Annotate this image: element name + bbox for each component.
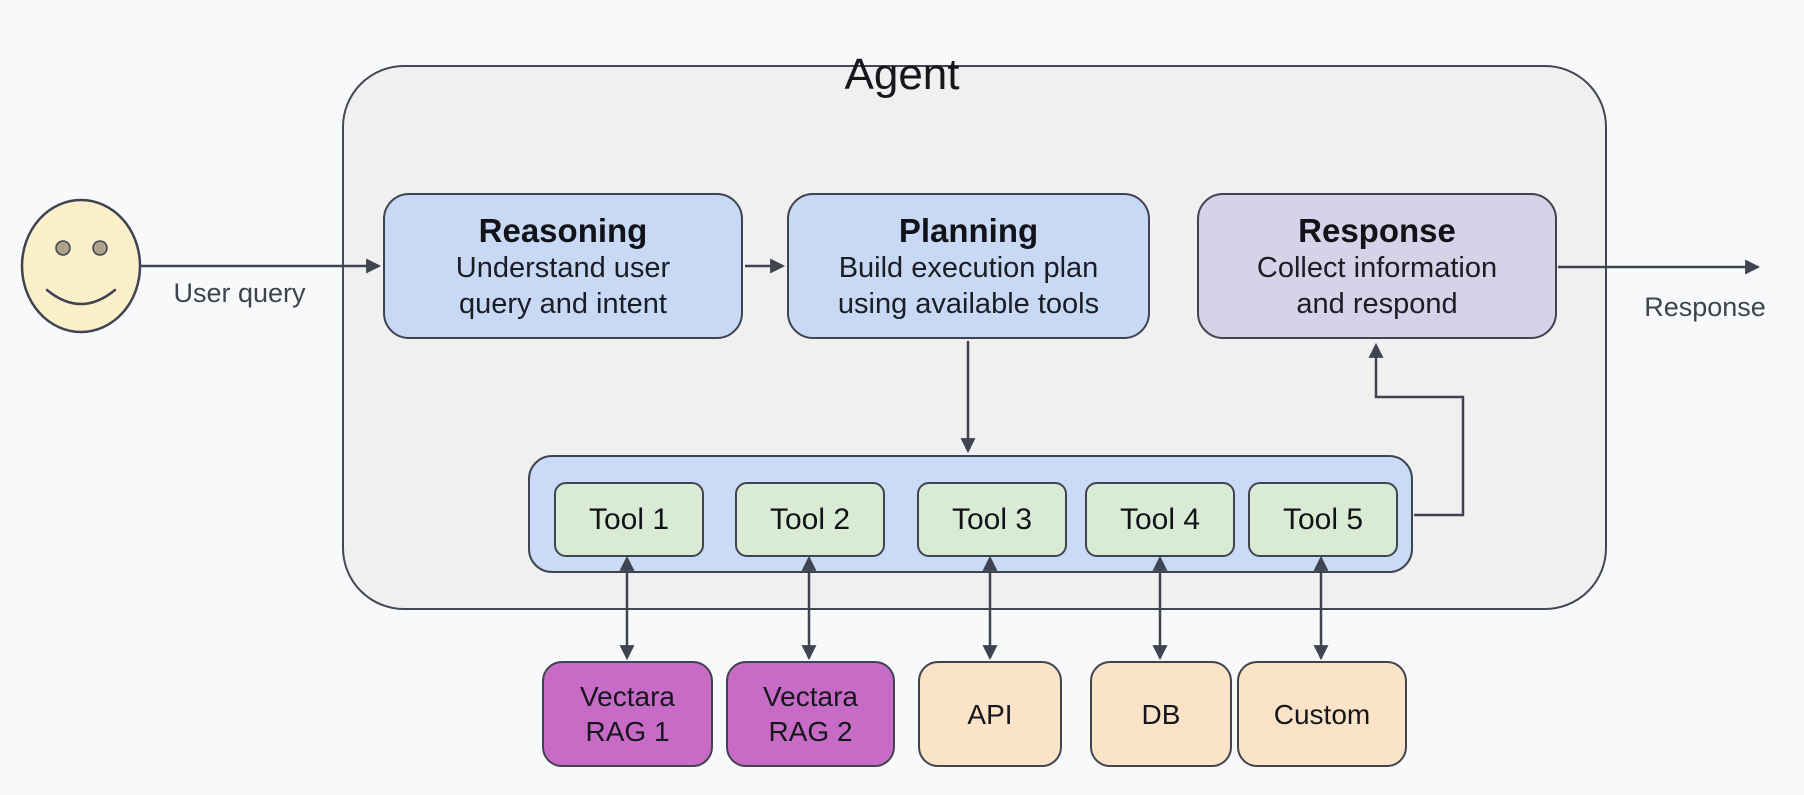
tool-4-node: Tool 4 bbox=[1085, 482, 1235, 557]
vectara-rag-2-line1: Vectara bbox=[763, 681, 858, 712]
vectara-rag-1-line2: RAG 1 bbox=[585, 716, 670, 747]
api-node: API bbox=[918, 661, 1062, 767]
agent-title: Agent bbox=[844, 50, 960, 99]
vectara-rag-2-node: Vectara RAG 2 bbox=[726, 661, 895, 767]
tool-3-node: Tool 3 bbox=[917, 482, 1067, 557]
response-node: Response Collect information and respond bbox=[1197, 193, 1557, 339]
vectara-rag-2-line2: RAG 2 bbox=[768, 716, 853, 747]
tool-5-node: Tool 5 bbox=[1248, 482, 1398, 557]
db-node: DB bbox=[1090, 661, 1232, 767]
reasoning-node: Reasoning Understand user query and inte… bbox=[383, 193, 743, 339]
response-title: Response bbox=[1298, 212, 1456, 249]
reasoning-title: Reasoning bbox=[478, 212, 648, 249]
response-desc-line1: Collect information bbox=[1256, 252, 1498, 285]
tools-container: Tool 1 Tool 2 Tool 3 Tool 4 Tool 5 bbox=[528, 455, 1413, 573]
custom-label: Custom bbox=[1273, 698, 1371, 730]
planning-desc-line2: using available tools bbox=[837, 287, 1100, 320]
response-edge-label: Response bbox=[1644, 292, 1766, 322]
smiley-face-icon bbox=[20, 198, 142, 334]
planning-desc-line1: Build execution plan bbox=[838, 252, 1099, 285]
reasoning-desc-line1: Understand user bbox=[455, 252, 671, 285]
response-desc-line2: and respond bbox=[1296, 287, 1458, 320]
planning-title: Planning bbox=[898, 212, 1039, 249]
reasoning-desc-line2: query and intent bbox=[459, 287, 667, 320]
custom-node: Custom bbox=[1237, 661, 1407, 767]
vectara-rag-1-node: Vectara RAG 1 bbox=[542, 661, 713, 767]
vectara-rag-1-line1: Vectara bbox=[580, 681, 675, 712]
tool-2-node: Tool 2 bbox=[735, 482, 885, 557]
planning-node: Planning Build execution plan using avai… bbox=[787, 193, 1150, 339]
db-label: DB bbox=[1141, 698, 1181, 730]
tool-1-node: Tool 1 bbox=[554, 482, 704, 557]
api-label: API bbox=[967, 698, 1013, 730]
user-query-edge-label: User query bbox=[173, 278, 306, 308]
